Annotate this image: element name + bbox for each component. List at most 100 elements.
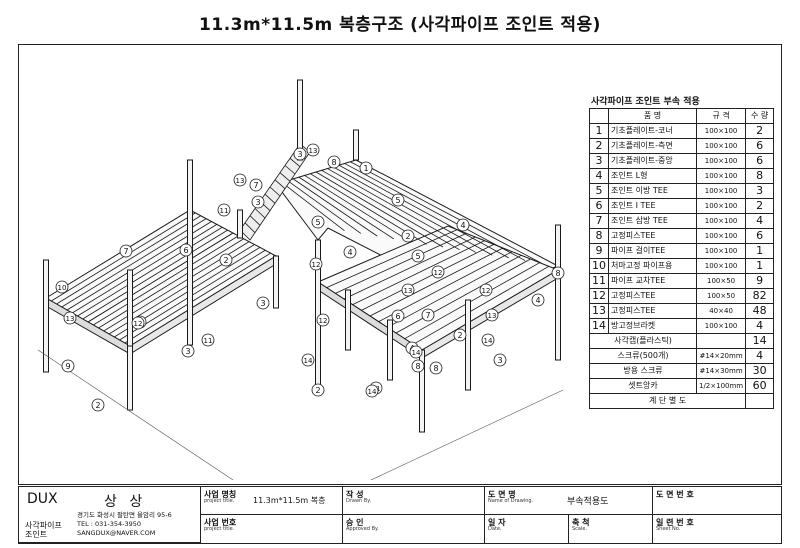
callout: 1 [359, 161, 373, 175]
part-qty: 6 [745, 153, 775, 169]
callout: 11 [201, 333, 215, 347]
callout-circle [391, 309, 405, 323]
callout-label: 5 [415, 252, 420, 261]
stair-step [254, 208, 266, 219]
part-name: 방고정브라켓 [608, 318, 697, 334]
post [555, 224, 561, 361]
part-name: 고정피스TEE [608, 288, 697, 304]
post [353, 129, 359, 161]
callout: 13 [63, 311, 77, 325]
callout-circle [219, 253, 233, 267]
callout: 12 [316, 313, 330, 327]
page-title: 11.3m*11.5m 복층구조 (사각파이프 조인트 적용) [199, 15, 601, 35]
post [465, 299, 471, 391]
extras-row: 사각캡(플라스틱)14 [589, 333, 775, 349]
joist [350, 161, 542, 264]
extra-qty: 14 [745, 333, 775, 349]
callout: 13 [306, 143, 320, 157]
post [237, 209, 243, 239]
part-number: 14 [589, 318, 609, 334]
callout-circle [91, 398, 105, 412]
callout-label: 11 [220, 207, 229, 215]
callout-label: 3 [185, 347, 190, 356]
callout-circle [249, 178, 263, 192]
callout: 14 [409, 345, 423, 359]
beam [87, 232, 234, 323]
extra-qty: 30 [745, 363, 775, 379]
joist [344, 163, 526, 261]
callout-label: 6 [395, 312, 400, 321]
part-qty: 6 [745, 138, 775, 154]
callout-circle [429, 361, 443, 375]
callout-circle [421, 308, 435, 322]
parts-table-header: 품 명 규 격 수 량 [589, 108, 775, 124]
callout: 11 [217, 203, 231, 217]
extra-name: 셋트앙카 [589, 378, 697, 394]
joist [326, 229, 458, 289]
callout-circle [456, 218, 470, 232]
callout-label: 11 [204, 337, 213, 345]
callout-label: 8 [555, 269, 560, 278]
part-spec: 100×100 [695, 198, 747, 214]
callout-circle [391, 193, 405, 207]
part-number: 13 [589, 303, 609, 319]
extra-spec: #14×20mm [695, 348, 747, 364]
part-name: 기초플레이트-중앙 [608, 153, 697, 169]
part-name: 조인트 삼방 TEE [608, 213, 697, 229]
title-block: DUX 상 상 사각파이프 조인트 경기도 화성시 팔탄면 율암리 95-6 T… [18, 486, 782, 544]
part-spec: 100×100 [695, 183, 747, 199]
callout: 14 [481, 333, 495, 347]
header-spec: 규 격 [695, 108, 747, 124]
callout: 6 [391, 309, 405, 323]
callout-circle [61, 359, 75, 373]
callout-circle [401, 229, 415, 243]
part-name: 조인트 L형 [608, 168, 697, 184]
callout-circle [311, 215, 325, 229]
part-qty: 6 [745, 228, 775, 244]
callout-label: 7 [425, 311, 430, 320]
joist [387, 254, 522, 328]
callout-circle [309, 257, 323, 271]
part-number: 1 [589, 123, 609, 139]
joist [395, 258, 531, 334]
joist [404, 262, 540, 340]
callout-circle [365, 384, 379, 398]
callout-label: 4 [460, 221, 465, 230]
joist [327, 168, 477, 253]
callout-circle [55, 280, 69, 294]
part-number: 3 [589, 153, 609, 169]
callout: 2 [219, 253, 233, 267]
callout: 4 [531, 293, 545, 307]
joist [335, 232, 467, 294]
callout-label: 7 [123, 247, 128, 256]
part-name: 조인트 I TEE [608, 198, 697, 214]
stair-step [279, 172, 291, 182]
drawing-name-value: 부속적용도 [567, 497, 609, 507]
brand-korean: 상 상 [104, 494, 147, 510]
sheet-number-cell: 일 련 번 호 Sheet No. [656, 518, 694, 532]
part-number: 10 [589, 258, 609, 274]
stair-step [284, 165, 296, 175]
callout-label: 2 [457, 331, 462, 340]
extra-qty: 60 [745, 378, 775, 394]
callout-label: 12 [312, 261, 321, 269]
part-name: 조인트 이방 TEE [608, 183, 697, 199]
stair-step [249, 215, 261, 226]
callout: 8 [411, 359, 425, 373]
callout-label: 13 [236, 177, 245, 185]
part-name: 기초플레이트-측면 [608, 138, 697, 154]
callout-circle [481, 333, 495, 347]
callout: 7 [119, 244, 133, 258]
part-qty: 4 [745, 213, 775, 229]
callout-label: 5 [395, 196, 400, 205]
callout: 7 [421, 308, 435, 322]
part-spec: 100×50 [695, 273, 747, 289]
callout-circle [179, 243, 193, 257]
parts-table-title: 사각파이프 조인트 부속 적용 [591, 97, 700, 107]
